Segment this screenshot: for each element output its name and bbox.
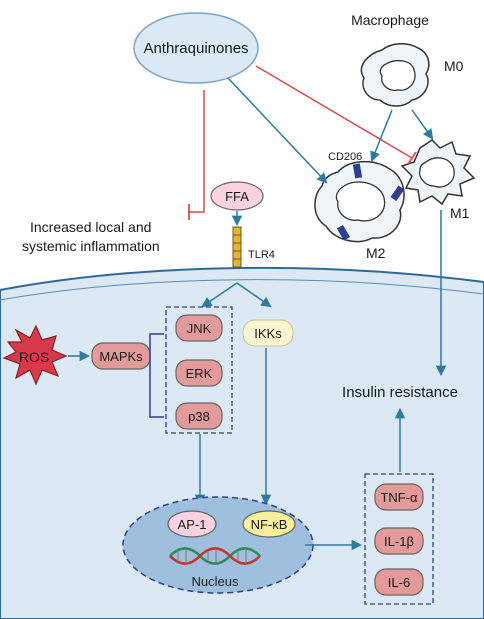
- p38-box: [175, 402, 223, 430]
- m0-macrophage: [360, 43, 430, 107]
- ros-star: [2, 324, 68, 386]
- jnk-label: JNK: [187, 321, 212, 336]
- m2-label: M2: [366, 245, 386, 261]
- mapk-family-group: [165, 306, 233, 434]
- ap1-node: [167, 510, 217, 538]
- arrow-m0-to-m2: [370, 109, 393, 162]
- tnf-box: [374, 483, 424, 511]
- cell-membrane-inner: [0, 279, 484, 301]
- inhibit-bar-m1: [407, 151, 417, 165]
- mapks-bracket: [149, 333, 164, 418]
- dna-helix-icon: [169, 547, 261, 565]
- arrow-m0-to-m1: [411, 109, 434, 140]
- p38-label: p38: [188, 409, 210, 424]
- anthraquinones-ellipse: [133, 12, 259, 84]
- tnf-label: TNF-α: [380, 490, 418, 505]
- erk-label: ERK: [186, 366, 213, 381]
- mapks-label: MAPKs: [99, 349, 143, 364]
- il6-box: [374, 568, 424, 596]
- arrow-anthraquinones-to-m2: [227, 77, 328, 184]
- cd206-label: CD206: [328, 151, 362, 163]
- macrophage-label: Macrophage: [351, 12, 429, 28]
- m0-label: M0: [444, 58, 464, 74]
- arrow-tlr4-to-mapk-group: [201, 282, 238, 308]
- m1-label: M1: [450, 205, 470, 221]
- insulin-resistance-label: Insulin resistance: [342, 384, 458, 401]
- m2-macrophage: [314, 160, 405, 243]
- cytokine-group: [364, 473, 434, 605]
- nfkb-label: NF-κB: [251, 517, 288, 532]
- ros-label: ROS: [19, 349, 49, 365]
- m1-macrophage: [400, 139, 476, 206]
- tlr4-label: TLR4: [248, 249, 275, 261]
- il6-label: IL-6: [388, 575, 410, 590]
- cd206-receptor: [352, 163, 363, 179]
- tlr4-receptor: [232, 226, 242, 268]
- ikks-box: [242, 319, 294, 347]
- inflammation-text-line1: Increased local and: [30, 219, 151, 235]
- jnk-box: [175, 314, 223, 342]
- inhibit-anthraquinones-to-m1: [255, 65, 413, 159]
- ffa-label: FFA: [225, 189, 249, 204]
- ap1-label: AP-1: [178, 517, 207, 532]
- cd206-receptor: [336, 224, 350, 241]
- erk-box: [175, 359, 223, 387]
- anthraquinones-label: Anthraquinones: [143, 40, 248, 57]
- cd206-receptor: [390, 185, 405, 202]
- il1b-box: [374, 527, 424, 555]
- nucleus-label: Nucleus: [192, 574, 239, 589]
- ikks-label: IKKs: [254, 326, 282, 341]
- inflammation-text-line2: systemic inflammation: [22, 238, 160, 254]
- ffa-node: [210, 181, 264, 211]
- inhibit-anthraquinones-to-inflammation: [189, 90, 205, 213]
- nfkb-node: [242, 510, 296, 538]
- il1b-label: IL-1β: [384, 534, 414, 549]
- arrow-tlr4-to-ikks: [236, 282, 272, 308]
